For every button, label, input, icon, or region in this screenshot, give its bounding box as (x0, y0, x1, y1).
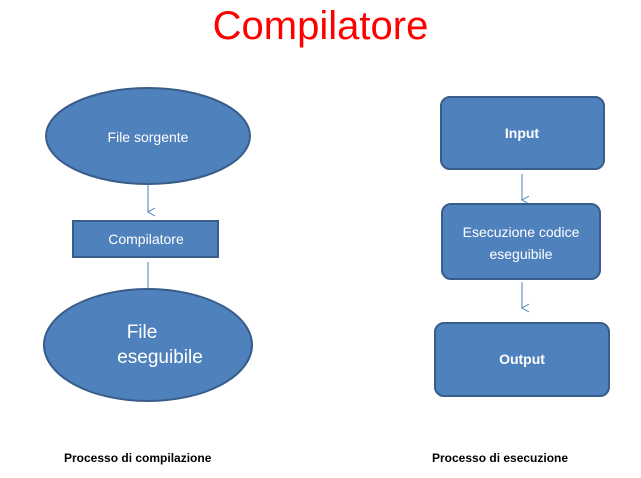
output-node[interactable]: Output (434, 322, 610, 397)
executable-file-node[interactable]: File eseguibile (43, 288, 253, 402)
exec-label-line1: Esecuzione codice (463, 224, 580, 240)
output-label: Output (499, 351, 545, 367)
page-title: Compilatore (212, 4, 429, 48)
execution-caption: Processo di esecuzione (432, 451, 569, 465)
executable-label-line1: File (127, 322, 158, 343)
output-rect (434, 322, 610, 397)
executable-label-line2: eseguibile (117, 347, 203, 368)
exec-node[interactable]: Esecuzione codice eseguibile (441, 203, 601, 280)
compilation-caption: Processo di compilazione (64, 451, 212, 465)
source-file-node[interactable]: File sorgente (45, 87, 251, 185)
exec-rect (441, 203, 601, 280)
execution-flow: Input Esecuzione codice eseguibile Outpu… (434, 96, 610, 397)
compiler-node[interactable]: Compilatore (72, 220, 219, 258)
compiler-rect (72, 220, 219, 258)
compiler-label: Compilatore (108, 231, 184, 247)
executable-file-ellipse (43, 288, 253, 402)
source-file-label: File sorgente (108, 129, 189, 145)
input-label: Input (505, 125, 540, 141)
input-rect (440, 96, 605, 170)
exec-label-line2: eseguibile (489, 246, 552, 262)
compilation-flow: File sorgente Compilatore File eseguibil… (43, 87, 253, 402)
input-node[interactable]: Input (440, 96, 605, 170)
